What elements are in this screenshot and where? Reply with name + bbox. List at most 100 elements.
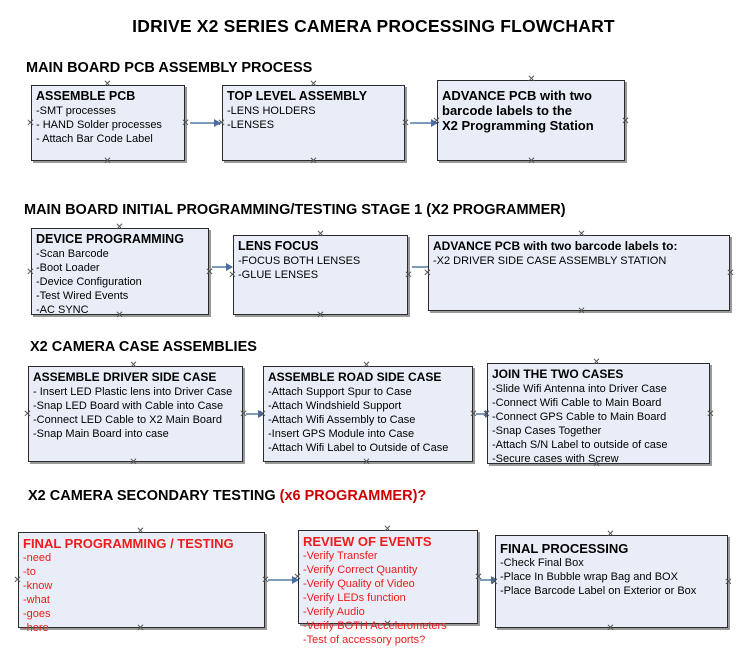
resize-handle-top[interactable] bbox=[606, 530, 615, 539]
box-line: -Verify LEDs function bbox=[303, 592, 406, 604]
box-advance-pcb-stage1[interactable]: ADVANCE PCB with two barcode labels to t… bbox=[437, 80, 625, 161]
box-line: - Attach Bar Code Label bbox=[36, 133, 153, 145]
resize-handle-bottom[interactable] bbox=[606, 624, 615, 633]
resize-handle-right[interactable] bbox=[404, 271, 413, 280]
resize-handle-top[interactable] bbox=[592, 358, 601, 367]
resize-handle-top[interactable] bbox=[129, 361, 138, 370]
box-title: LENS FOCUS bbox=[238, 239, 319, 253]
box-line: -Check Final Box bbox=[500, 557, 584, 569]
box-line: -Device Configuration bbox=[36, 276, 142, 288]
box-line: -know bbox=[23, 580, 53, 592]
arrow-head-icon bbox=[431, 119, 438, 127]
resize-handle-left[interactable] bbox=[26, 119, 35, 128]
section-heading-3: X2 CAMERA CASE ASSEMBLIES bbox=[30, 339, 257, 355]
box-line: -Verify Correct Quantity bbox=[303, 564, 418, 576]
box-line: -Insert GPS Module into Case bbox=[268, 428, 415, 440]
resize-handle-bottom[interactable] bbox=[129, 458, 138, 467]
resize-handle-right[interactable] bbox=[205, 268, 214, 277]
resize-handle-left[interactable] bbox=[26, 268, 35, 277]
connector-arrow bbox=[410, 119, 438, 127]
box-line: -need bbox=[23, 552, 52, 564]
resize-handle-bottom[interactable] bbox=[362, 458, 371, 467]
resize-handle-top[interactable] bbox=[103, 80, 112, 89]
section-heading-2-text: MAIN BOARD INITIAL PROGRAMMING/TESTING S… bbox=[24, 202, 566, 218]
section-heading-4: X2 CAMERA SECONDARY TESTING (x6 PROGRAMM… bbox=[28, 488, 426, 504]
box-title: ADVANCE PCB with two bbox=[442, 88, 592, 103]
box-line: -Place In Bubble wrap Bag and BOX bbox=[500, 571, 678, 583]
resize-handle-top[interactable] bbox=[115, 223, 124, 232]
box-title: ASSEMBLE ROAD SIDE CASE bbox=[268, 370, 442, 384]
resize-handle-right[interactable] bbox=[621, 117, 630, 126]
resize-handle-left[interactable] bbox=[423, 269, 432, 278]
box-title: FINAL PROCESSING bbox=[500, 541, 629, 556]
resize-handle-bottom[interactable] bbox=[309, 157, 318, 166]
box-line: -Test Wired Events bbox=[36, 290, 129, 302]
resize-handle-top[interactable] bbox=[309, 80, 318, 89]
resize-handle-bottom[interactable] bbox=[316, 311, 325, 320]
box-device-programming[interactable]: DEVICE PROGRAMMING -Scan Barcode -Boot L… bbox=[31, 228, 209, 316]
resize-handle-right[interactable] bbox=[726, 269, 735, 278]
box-line: -AC SYNC bbox=[36, 304, 89, 316]
box-line: -LENSES bbox=[227, 119, 275, 131]
resize-handle-top[interactable] bbox=[316, 230, 325, 239]
box-line: -X2 DRIVER SIDE CASE ASSEMBLY STATION bbox=[433, 255, 667, 267]
connector-arrow bbox=[190, 119, 221, 127]
resize-handle-top[interactable] bbox=[383, 525, 392, 534]
box-lens-focus[interactable]: LENS FOCUS -FOCUS BOTH LENSES -GLUE LENS… bbox=[233, 235, 408, 315]
resize-handle-right[interactable] bbox=[724, 578, 733, 587]
resize-handle-left[interactable] bbox=[13, 576, 22, 585]
box-line: -Verify Audio bbox=[303, 606, 365, 618]
box-title: DEVICE PROGRAMMING bbox=[36, 232, 184, 246]
box-line: -Attach Wifi Assembly to Case bbox=[268, 414, 416, 426]
arrow-head-icon bbox=[258, 410, 265, 418]
box-title: ADVANCE PCB with two barcode labels to: bbox=[433, 239, 678, 253]
box-line: -Connect LED Cable to X2 Main Board bbox=[33, 414, 222, 426]
resize-handle-top[interactable] bbox=[577, 230, 586, 239]
box-top-level-assembly[interactable]: TOP LEVEL ASSEMBLY -LENS HOLDERS -LENSES bbox=[222, 85, 405, 161]
box-line: -Attach S/N Label to outside of case bbox=[492, 439, 668, 451]
resize-handle-bottom[interactable] bbox=[527, 157, 536, 166]
box-advance-pcb-stage2[interactable]: ADVANCE PCB with two barcode labels to: … bbox=[428, 235, 730, 311]
section-heading-1: MAIN BOARD PCB ASSEMBLY PROCESS bbox=[26, 60, 312, 76]
resize-handle-right[interactable] bbox=[181, 119, 190, 128]
box-join-the-two-cases[interactable]: JOIN THE TWO CASES -Slide Wifi Antenna i… bbox=[487, 363, 710, 465]
box-final-processing[interactable]: FINAL PROCESSING -Check Final Box -Place… bbox=[495, 535, 728, 628]
box-line: -Boot Loader bbox=[36, 262, 100, 274]
arrow-head-icon bbox=[491, 576, 498, 584]
box-assemble-road-side-case[interactable]: ASSEMBLE ROAD SIDE CASE -Attach Support … bbox=[263, 366, 473, 462]
resize-handle-right[interactable] bbox=[706, 410, 715, 419]
box-final-programming-testing[interactable]: FINAL PROGRAMMING / TESTING -need -to -k… bbox=[18, 532, 265, 634]
resize-handle-top[interactable] bbox=[527, 75, 536, 84]
box-line: X2 Programming Station bbox=[442, 118, 594, 133]
box-review-of-events[interactable]: REVIEW OF EVENTS -Verify Transfer -Verif… bbox=[298, 530, 478, 646]
resize-handle-bottom[interactable] bbox=[577, 307, 586, 316]
resize-handle-top[interactable] bbox=[136, 527, 145, 536]
box-line: -Attach Windshield Support bbox=[268, 400, 402, 412]
box-line: -FOCUS BOTH LENSES bbox=[238, 255, 361, 267]
resize-handle-left[interactable] bbox=[23, 410, 32, 419]
box-assemble-pcb[interactable]: ASSEMBLE PCB -SMT processes - HAND Solde… bbox=[31, 85, 185, 161]
box-line: -Verify BOTH Accelerometers bbox=[303, 620, 447, 632]
box-line: -SMT processes bbox=[36, 105, 116, 117]
box-assemble-driver-side-case[interactable]: ASSEMBLE DRIVER SIDE CASE - Insert LED P… bbox=[28, 366, 243, 462]
section-heading-2: MAIN BOARD INITIAL PROGRAMMING/TESTING S… bbox=[24, 202, 566, 218]
connector-arrow bbox=[212, 263, 233, 271]
box-title: ASSEMBLE DRIVER SIDE CASE bbox=[33, 370, 217, 384]
box-line: -here bbox=[23, 622, 49, 634]
box-line: -Slide Wifi Antenna into Driver Case bbox=[492, 383, 667, 395]
box-line: -Snap Main Board into case bbox=[33, 428, 169, 440]
resize-handle-left[interactable] bbox=[228, 271, 237, 280]
section-heading-3-text: X2 CAMERA CASE ASSEMBLIES bbox=[30, 339, 257, 355]
resize-handle-top[interactable] bbox=[362, 361, 371, 370]
arrow-head-icon bbox=[292, 576, 299, 584]
box-line: -to bbox=[23, 566, 36, 578]
resize-handle-bottom[interactable] bbox=[103, 157, 112, 166]
resize-handle-right[interactable] bbox=[401, 119, 410, 128]
box-line: -Snap LED Board with Cable into Case bbox=[33, 400, 224, 412]
box-line: -Verify Transfer bbox=[303, 550, 378, 562]
box-line: -Attach Support Spur to Case bbox=[268, 386, 412, 398]
connector-arrow bbox=[246, 410, 265, 418]
section-heading-4-text: X2 CAMERA SECONDARY TESTING bbox=[28, 488, 280, 504]
box-line: -Attach Wifi Label to Outside of Case bbox=[268, 442, 449, 454]
